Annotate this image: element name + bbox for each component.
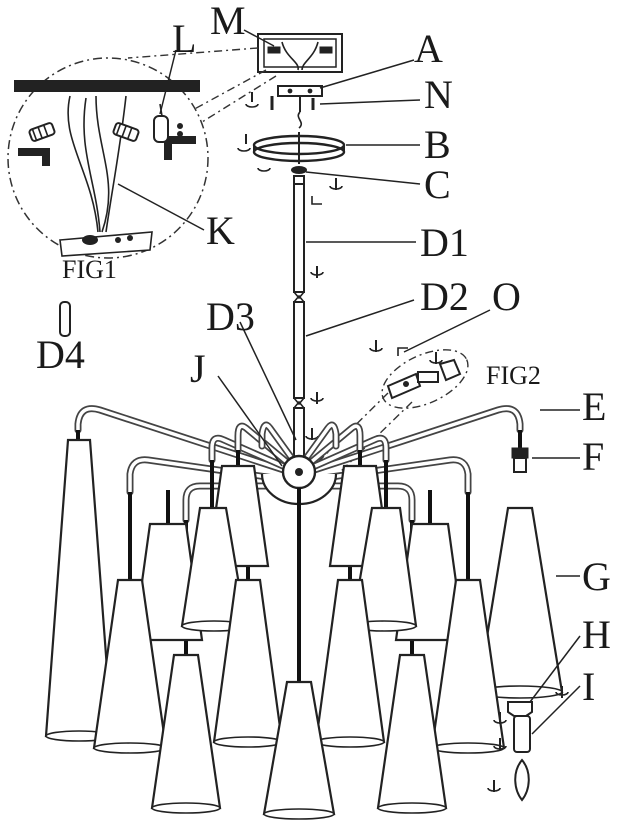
canopy-b (237, 132, 346, 172)
label-h: H (582, 612, 611, 657)
label-d1: D1 (420, 220, 469, 265)
label-a: A (414, 26, 443, 71)
label-n: N (424, 72, 453, 117)
downrod-d4 (59, 301, 71, 337)
label-f: F (582, 434, 604, 479)
fig1-leader-top (127, 47, 259, 59)
pendant-shades (44, 438, 564, 820)
fig2-caption: FIG2 (486, 361, 541, 390)
label-d2: D2 (420, 274, 469, 319)
label-d4: D4 (36, 332, 85, 377)
label-e: E (582, 384, 606, 429)
label-l: L (172, 16, 196, 61)
label-d3: D3 (206, 294, 255, 339)
label-j: J (190, 346, 206, 391)
label-m: M (210, 0, 246, 43)
label-i: I (582, 664, 595, 709)
socket-holder-i (487, 712, 531, 802)
chandelier-arms (74, 405, 524, 524)
junction-box-m (257, 33, 343, 73)
downrod-assembly (293, 183, 324, 461)
fig2-detail (311, 340, 469, 477)
fig1-detail (7, 57, 209, 259)
label-g: G (582, 554, 611, 599)
label-k: K (206, 208, 235, 253)
fig1-caption: FIG1 (62, 255, 117, 284)
label-b: B (424, 122, 451, 167)
socket-cup-f (511, 447, 529, 473)
leader-lines (117, 29, 581, 735)
label-c: C (424, 162, 451, 207)
label-o: O (492, 274, 521, 319)
mounting-bracket-a (245, 85, 323, 129)
